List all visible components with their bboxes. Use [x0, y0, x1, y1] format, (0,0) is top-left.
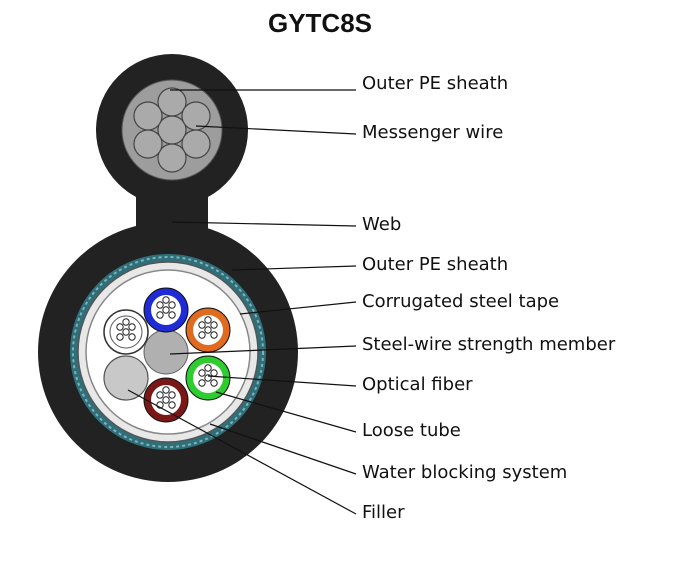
optical-fiber-dot — [210, 379, 218, 387]
messenger-wire-strand — [181, 101, 211, 131]
diagram-title: GYTC8S — [267, 8, 373, 38]
optical-fiber-dot — [156, 391, 164, 399]
optical-fiber-dot — [128, 323, 136, 331]
optical-fiber-dot — [210, 369, 218, 377]
messenger-wires — [133, 87, 211, 173]
leader-web — [171, 221, 357, 227]
messenger-wire-strand — [157, 143, 187, 173]
label-outer-pe-sheath-top: Outer PE sheath — [362, 73, 509, 94]
optical-fiber-dot — [162, 396, 170, 404]
messenger-unit — [96, 54, 248, 206]
optical-fiber-dot — [116, 333, 124, 341]
optical-fiber-dot — [168, 391, 176, 399]
optical-fiber-dot — [198, 369, 206, 377]
messenger-wire-strand — [157, 115, 187, 145]
optical-fiber-dot — [210, 321, 218, 329]
leader-water-blocking-system — [209, 423, 357, 475]
optical-fiber-dot — [162, 386, 170, 394]
messenger-wire-strand — [133, 101, 163, 131]
leader-outer-pe-sheath-bottom — [231, 265, 357, 271]
optical-fiber-dot — [168, 401, 176, 409]
optical-fibers — [116, 296, 218, 409]
optical-fiber-dot — [156, 311, 164, 319]
main-cable-unit — [38, 222, 298, 482]
optical-fiber-dot — [162, 306, 170, 314]
leader-corrugated-steel-tape — [239, 301, 357, 315]
filler-rod — [103, 355, 149, 401]
label-loose-tube: Loose tube — [362, 420, 461, 441]
label-corrugated-steel-tape: Corrugated steel tape — [362, 291, 560, 312]
optical-fiber-dot — [162, 296, 170, 304]
optical-fiber-dot — [168, 311, 176, 319]
corrugated-steel-tape-ridges — [72, 256, 264, 448]
messenger-wire-strand — [133, 129, 163, 159]
label-web: Web — [362, 214, 402, 235]
label-water-blocking-system: Water blocking system — [362, 462, 568, 483]
optical-fiber-dot — [204, 326, 212, 334]
leader-optical-fiber — [207, 375, 357, 387]
optical-fiber-dot — [168, 301, 176, 309]
messenger-wire-strand — [157, 87, 187, 117]
leader-messenger-wire — [195, 125, 357, 135]
steel-wire-strength-member — [143, 329, 189, 375]
optical-fiber-dot — [122, 328, 130, 336]
leader-filler — [127, 389, 357, 515]
optical-fiber-dot — [204, 364, 212, 372]
label-messenger-wire: Messenger wire — [362, 122, 504, 143]
label-filler: Filler — [362, 502, 405, 523]
leader-lines — [127, 89, 357, 515]
optical-fiber-dot — [116, 323, 124, 331]
label-optical-fiber: Optical fiber — [362, 374, 473, 395]
optical-fiber-dot — [210, 331, 218, 339]
optical-fiber-dot — [122, 318, 130, 326]
messenger-wire-strand — [181, 129, 211, 159]
leader-steel-wire-strength-member — [169, 345, 357, 355]
optical-fiber-dot — [198, 321, 206, 329]
label-steel-wire-strength-member: Steel-wire strength member — [362, 334, 616, 355]
optical-fiber-dot — [128, 333, 136, 341]
optical-fiber-dot — [198, 379, 206, 387]
optical-fiber-dot — [198, 331, 206, 339]
optical-fiber-dot — [156, 301, 164, 309]
label-outer-pe-sheath-bottom: Outer PE sheath — [362, 254, 509, 275]
optical-fiber-dot — [204, 316, 212, 324]
leader-loose-tube — [215, 391, 357, 433]
